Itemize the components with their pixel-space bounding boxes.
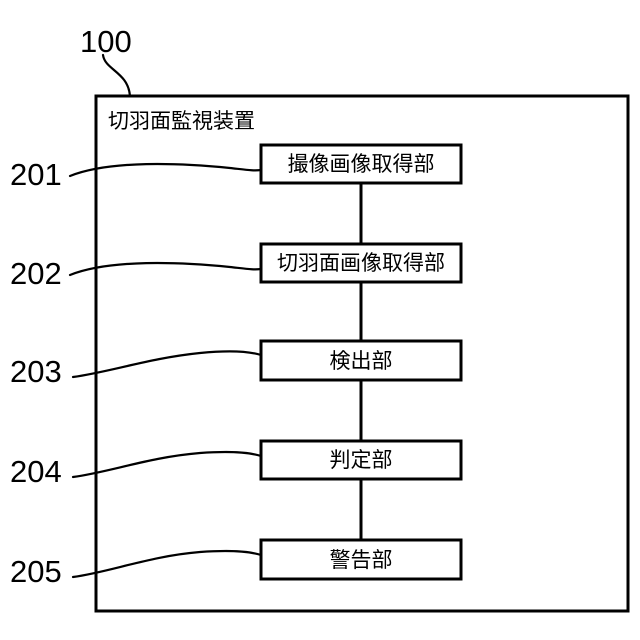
unit-label-201: 撮像画像取得部: [288, 152, 435, 176]
ref-number-203: 203: [10, 354, 62, 389]
leader-line-203: [71, 350, 263, 379]
unit-label-202: 切羽面画像取得部: [277, 251, 445, 275]
unit-box-204[interactable]: [259, 439, 463, 481]
ref-number-201: 201: [10, 157, 62, 192]
leader-line-201: [68, 162, 263, 178]
leader-line-205: [71, 549, 263, 579]
leader-line-204: [71, 450, 263, 479]
ref-number-205: 205: [10, 554, 62, 589]
unit-box-203[interactable]: [259, 339, 463, 382]
leader-line-100: [101, 53, 132, 98]
leader-line-202: [68, 261, 263, 277]
unit-label-203: 検出部: [330, 349, 393, 373]
device-title: 切羽面監視装置: [108, 109, 255, 133]
unit-label-204: 判定部: [330, 448, 393, 472]
ref-number-100: 100: [80, 24, 132, 59]
unit-box-202[interactable]: [259, 242, 463, 284]
ref-number-202: 202: [10, 256, 62, 291]
ref-number-204: 204: [10, 454, 62, 489]
unit-box-201[interactable]: [259, 143, 463, 185]
unit-label-205: 警告部: [330, 548, 393, 572]
device-frame: [94, 94, 630, 613]
unit-box-205[interactable]: [259, 538, 463, 581]
